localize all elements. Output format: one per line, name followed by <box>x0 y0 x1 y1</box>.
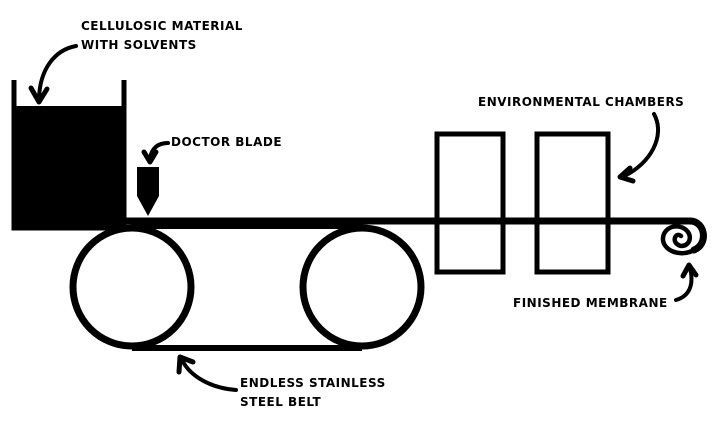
steel-belt-label: ENDLESS STAINLESS STEEL BELT <box>240 374 386 412</box>
doctor-blade <box>137 167 159 216</box>
doctor-blade-label: DOCTOR BLADE <box>171 133 282 152</box>
cellulosic-material-line-1: CELLULOSIC MATERIAL <box>81 19 243 33</box>
doctor-blade-text: DOCTOR BLADE <box>171 135 283 149</box>
cellulosic-arrowhead-icon <box>28 85 50 105</box>
right-belt-drum <box>299 224 425 350</box>
membrane-strip <box>120 217 707 254</box>
cellulosic-material-label: CELLULOSIC MATERIAL WITH SOLVENTS <box>81 17 243 55</box>
chambers-arrow <box>622 112 660 178</box>
membrane-spiral <box>660 224 697 256</box>
callout-arrows <box>28 44 699 392</box>
environmental-chamber-2 <box>534 131 611 275</box>
steel-belt-line-2: STEEL BELT <box>240 395 322 409</box>
environmental-chambers <box>434 131 611 275</box>
doctor-blade-shape <box>137 167 159 216</box>
left-belt-drum <box>69 224 195 350</box>
doctor-blade-arrow <box>148 141 170 160</box>
environmental-chamber-1 <box>434 131 506 275</box>
belt-arrowhead-icon <box>176 354 196 375</box>
cellulosic-arrow <box>37 44 78 100</box>
hopper-solution-fill <box>14 106 124 228</box>
steel-belt-line-1: ENDLESS STAINLESS <box>240 376 386 390</box>
cast-membrane-film <box>120 217 707 254</box>
solution-hopper <box>11 80 127 231</box>
finished-membrane-arrowhead-icon <box>680 262 699 279</box>
finished-membrane-roll <box>660 224 697 256</box>
finished-membrane-text: FINISHED MEMBRANE <box>513 296 668 310</box>
cellulosic-material-line-2: WITH SOLVENTS <box>81 38 197 52</box>
belt-arrow <box>180 358 238 392</box>
environmental-chambers-label: ENVIRONMENTAL CHAMBERS <box>478 93 684 112</box>
environmental-chambers-text: ENVIRONMENTAL CHAMBERS <box>478 95 685 109</box>
doctor-blade-arrowhead-icon <box>141 149 159 165</box>
steel-belt <box>69 223 425 351</box>
chambers-arrowhead-icon <box>617 165 636 184</box>
finished-membrane-label: FINISHED MEMBRANE <box>513 294 668 313</box>
finished-membrane-arrow <box>674 266 694 302</box>
